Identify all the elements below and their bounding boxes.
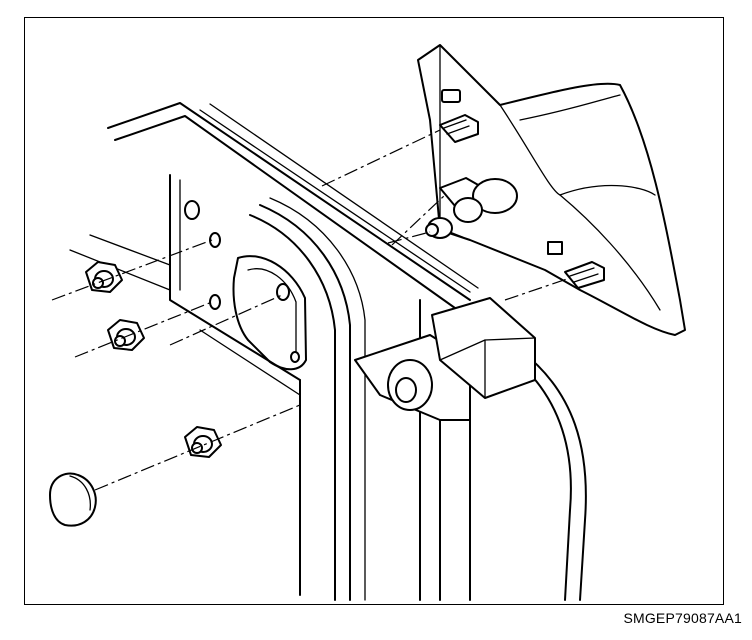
figure-code: SMGEP79087AA1 (623, 610, 742, 626)
mirror-bracket (354, 297, 536, 421)
mirror-screws (425, 114, 605, 289)
mounting-nuts (85, 261, 222, 458)
outside-mirror (417, 44, 686, 336)
trim-cap (49, 472, 97, 527)
alignment-lines (51, 129, 571, 491)
